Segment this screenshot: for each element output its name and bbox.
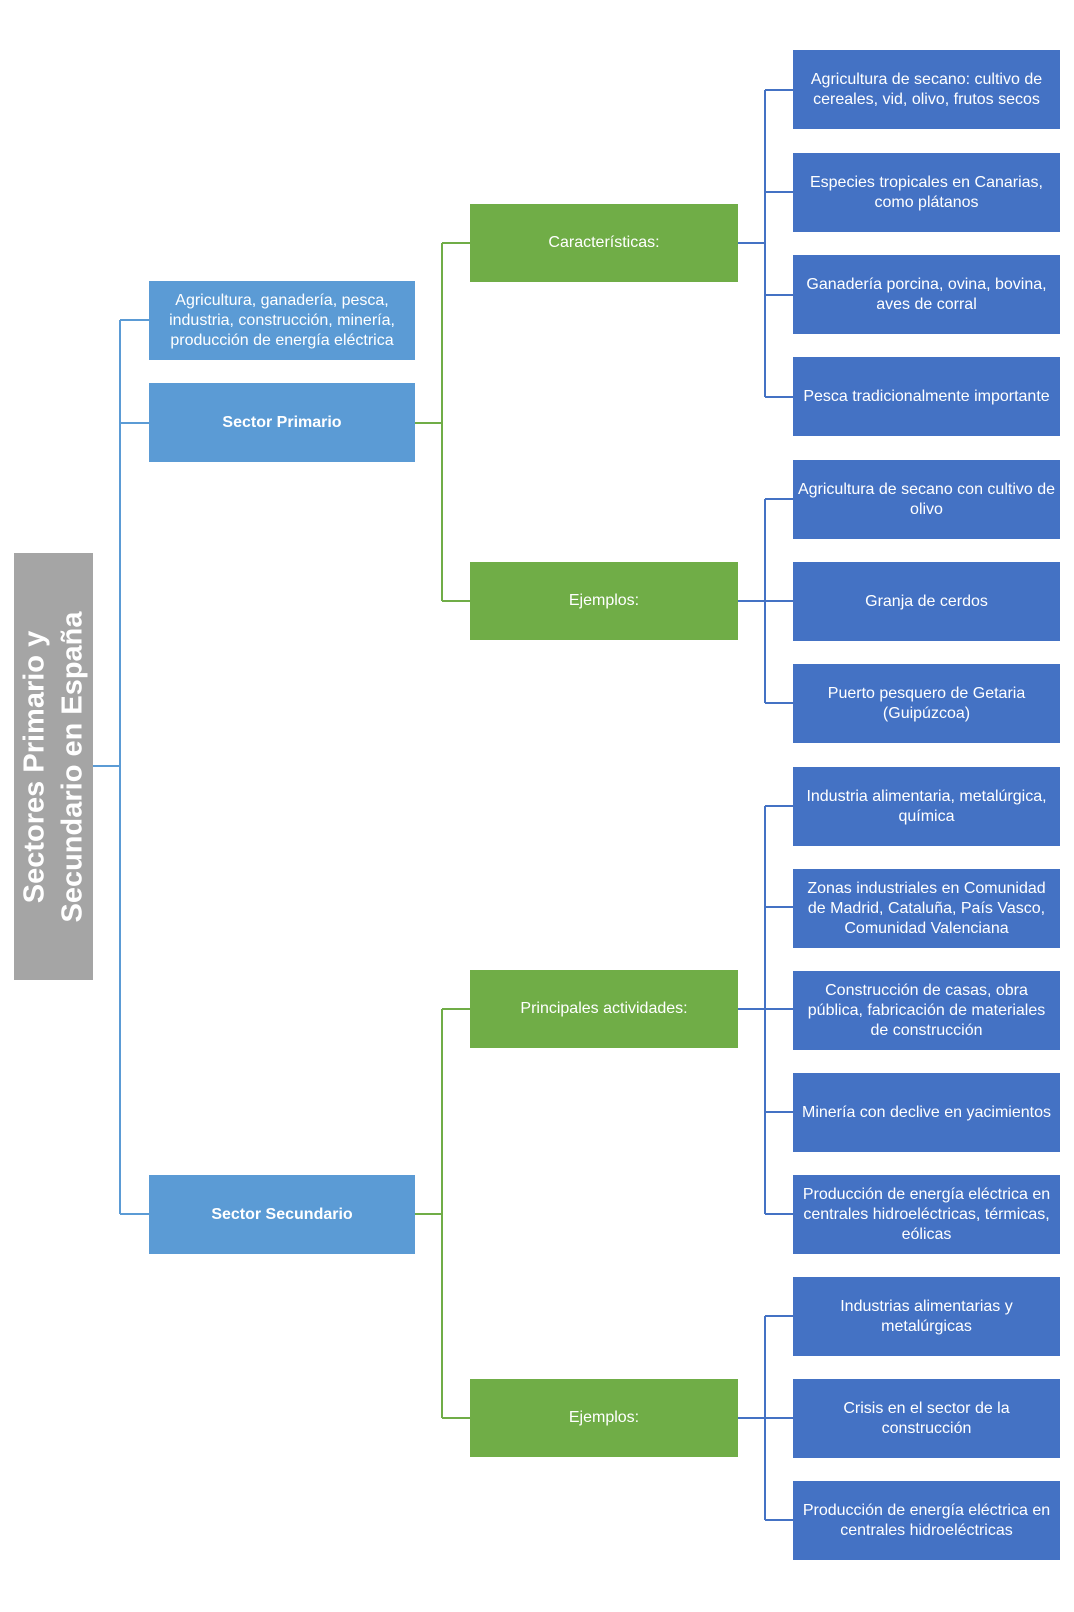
ejemplo-primario-item: Granja de cerdos xyxy=(793,562,1060,641)
actividad-item-text: Zonas industriales en Comunidad de Madri… xyxy=(807,879,1046,937)
ejemplos-primario-label: Ejemplos: xyxy=(568,592,640,609)
actividad-item: Zonas industriales en Comunidad de Madri… xyxy=(793,869,1060,948)
caracteristica-item-text: Pesca tradicionalmente importante xyxy=(803,387,1050,405)
root-node: Sectores Primario y Secundario en España xyxy=(14,553,93,980)
sector-primario-connector xyxy=(415,242,470,602)
caracteristica-item-text: Agricultura de secano: cultivo de cereal… xyxy=(810,70,1043,108)
caracteristica-item-text: Especies tropicales en Canarias, como pl… xyxy=(809,173,1043,211)
root-connector xyxy=(93,319,149,1215)
sector-primario-label: Sector Primario xyxy=(222,413,342,431)
ejemplos-secundario-label: Ejemplos: xyxy=(568,1409,640,1426)
ejemplo-secundario-item-text: Industrias alimentarias y metalúrgicas xyxy=(840,1297,1013,1335)
ejemplo-primario-item-text: Puerto pesquero de Getaria (Guipúzcoa) xyxy=(827,684,1026,722)
ejemplos-secundario-connector xyxy=(738,1315,793,1521)
caracteristica-item-text: Ganadería porcina, ovina, bovina, aves d… xyxy=(806,275,1047,313)
ejemplos-primario-connector xyxy=(738,498,793,704)
root-title-line2: Secundario en España xyxy=(56,610,89,923)
ejemplo-secundario-item: Crisis en el sector de la construcción xyxy=(793,1379,1060,1458)
summary-node: Agricultura, ganadería, pesca, industria… xyxy=(149,281,415,360)
actividad-item: Minería con declive en yacimientos xyxy=(793,1073,1060,1152)
actividades-label: Principales actividades: xyxy=(520,1000,688,1017)
caracteristicas-label: Características: xyxy=(548,234,660,251)
actividad-item: Industria alimentaria, metalúrgica, quím… xyxy=(793,767,1060,846)
ejemplo-primario-item-text: Granja de cerdos xyxy=(865,592,988,610)
sector-secundario-connector xyxy=(415,1008,470,1419)
ejemplo-primario-item: Puerto pesquero de Getaria (Guipúzcoa) xyxy=(793,664,1060,743)
ejemplo-secundario-item-text: Crisis en el sector de la construcción xyxy=(843,1399,1010,1437)
actividad-item-text: Construcción de casas, obra pública, fab… xyxy=(807,981,1046,1039)
actividades-node: Principales actividades: xyxy=(470,970,738,1048)
caracteristica-item: Agricultura de secano: cultivo de cereal… xyxy=(793,50,1060,129)
caracteristicas-connector xyxy=(738,89,793,398)
ejemplo-primario-item: Agricultura de secano con cultivo de oli… xyxy=(793,460,1060,539)
sector-secundario-node: Sector Secundario xyxy=(149,1175,415,1254)
summary-text: Agricultura, ganadería, pesca, industria… xyxy=(169,291,395,349)
sector-primario-node: Sector Primario xyxy=(149,383,415,462)
sector-secundario-label: Sector Secundario xyxy=(211,1205,353,1223)
actividad-item: Producción de energía eléctrica en centr… xyxy=(793,1175,1060,1254)
caracteristica-item: Especies tropicales en Canarias, como pl… xyxy=(793,153,1060,232)
ejemplo-secundario-item: Producción de energía eléctrica en centr… xyxy=(793,1481,1060,1560)
ejemplo-secundario-item: Industrias alimentarias y metalúrgicas xyxy=(793,1277,1060,1356)
root-title-line1: Sectores Primario y xyxy=(18,630,51,903)
root-title: Sectores Primario y Secundario en España xyxy=(16,611,92,922)
caracteristica-item: Ganadería porcina, ovina, bovina, aves d… xyxy=(793,255,1060,334)
actividad-item-text: Industria alimentaria, metalúrgica, quím… xyxy=(806,787,1047,825)
actividad-item: Construcción de casas, obra pública, fab… xyxy=(793,971,1060,1050)
actividad-item-text: Minería con declive en yacimientos xyxy=(801,1103,1051,1121)
ejemplos-secundario-node: Ejemplos: xyxy=(470,1379,738,1457)
caracteristica-item: Pesca tradicionalmente importante xyxy=(793,357,1060,436)
caracteristicas-node: Características: xyxy=(470,204,738,282)
actividad-item-text: Producción de energía eléctrica en centr… xyxy=(802,1185,1051,1243)
ejemplo-secundario-item-text: Producción de energía eléctrica en centr… xyxy=(802,1501,1051,1539)
ejemplo-primario-item-text: Agricultura de secano con cultivo de oli… xyxy=(797,480,1056,518)
ejemplos-primario-node: Ejemplos: xyxy=(470,562,738,640)
actividades-connector xyxy=(738,805,793,1215)
